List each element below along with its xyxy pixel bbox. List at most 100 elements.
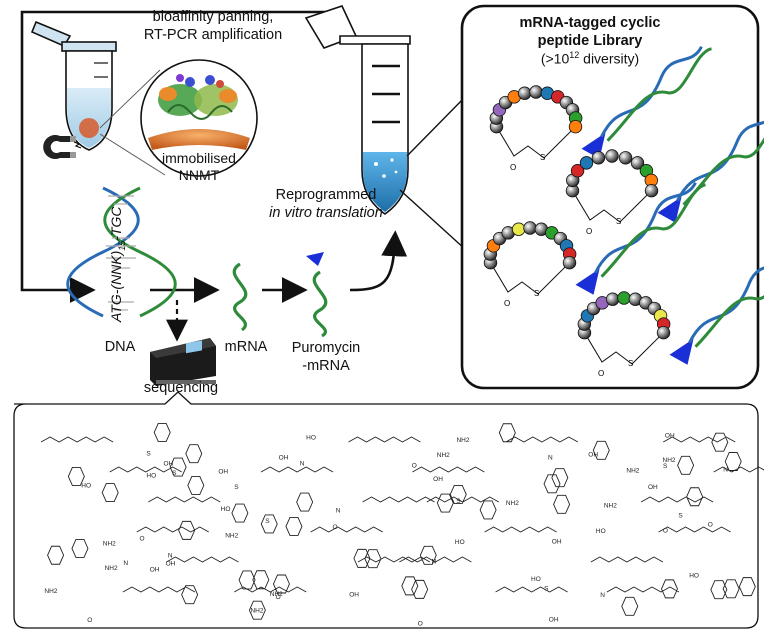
atom-label: HO: [689, 572, 699, 579]
amino-acid-bead: [529, 85, 543, 99]
mrna-helix-strand: [600, 45, 703, 138]
sequencer-icon: [150, 338, 216, 386]
atom-label: OH: [150, 567, 160, 574]
puromycin-mrna-label: Puromycin -mRNA: [286, 339, 366, 375]
step-panning-line2: RT-PCR amplification: [143, 27, 283, 43]
atom-label: NH2: [270, 591, 283, 598]
translation-tube: [304, 5, 411, 215]
puromycin-line2: -mRNA: [302, 358, 350, 374]
mrna-helix-strand: [594, 181, 697, 274]
atom-label: S: [234, 484, 239, 491]
atom-label: NH2: [663, 457, 676, 464]
dna-sequence-sub: 15: [116, 240, 127, 251]
sulfur-label: S: [534, 289, 539, 298]
arrow-to-translation: [349, 230, 408, 292]
amino-acid-bead: [579, 156, 594, 170]
atom-label: O: [140, 536, 145, 543]
thioether-linker: [584, 332, 664, 365]
atom-label: NH2: [225, 532, 238, 539]
thioether-linker: [572, 190, 652, 223]
step-panning-line1: bioaffinity panning,: [152, 9, 274, 25]
target-line2: NNMT: [178, 167, 220, 183]
atom-label: S: [456, 498, 461, 505]
amino-acid-bead: [511, 222, 526, 236]
atom-label: OH: [665, 433, 675, 440]
library-title-line1: mRNA-tagged cyclic: [519, 15, 661, 31]
atom-label: NH2: [626, 467, 639, 474]
puromycin-triangle-icon: [669, 338, 694, 365]
nnmt-zoom-circle: [140, 59, 258, 177]
cdna-helix-strand: [600, 183, 707, 278]
atom-label: OH: [279, 454, 289, 461]
puromycin-triangle-icon: [657, 196, 682, 223]
amino-acid-bead: [618, 151, 633, 165]
target-label: immobilised NNMT: [150, 150, 248, 184]
library-diversity: (>1012 diversity): [480, 50, 700, 67]
dna-sequence-label: ATG-(NNK)15-TGC: [108, 206, 127, 322]
amino-acid-bead: [517, 86, 532, 100]
magnet-icon: [43, 134, 82, 159]
translation-line2: in vitro translation: [269, 205, 383, 221]
atom-label: S: [678, 512, 683, 519]
puromycin-triangle-icon: [306, 252, 324, 266]
mrna-strand: [232, 262, 248, 332]
atom-label: O: [276, 594, 281, 601]
amino-acid-bead: [605, 292, 620, 306]
amino-acid-bead: [656, 325, 671, 340]
translation-line1: Reprogrammed: [275, 187, 377, 203]
cycle-arrow-to-dna: [20, 210, 96, 303]
atom-label: OH: [218, 468, 228, 475]
target-line1: immobilised: [162, 150, 236, 166]
dna-label: DNA: [104, 339, 136, 355]
puromycin-mrna: [306, 252, 328, 338]
amino-acid-bead: [617, 291, 631, 305]
mrna-helix-strand: [688, 266, 764, 344]
atom-label: NH2: [604, 503, 617, 510]
atom-label: S: [146, 450, 151, 457]
amino-acid-bead: [630, 156, 645, 170]
atom-label: N: [300, 460, 305, 467]
atom-label: NH2: [437, 452, 450, 459]
cycle-arrow-top: [20, 10, 333, 210]
atom-label: HO: [531, 576, 541, 583]
cdna-helix-strand: [682, 137, 764, 206]
peptide-structures: NH2OHNSOHONH2OHNSOHONH2OHNH2OHNSOHONH2OH…: [40, 422, 764, 628]
atom-label: O: [708, 521, 713, 528]
atom-label: OH: [552, 538, 562, 545]
atom-label: HO: [306, 434, 316, 441]
cdna-helix-strand: [694, 295, 764, 348]
oxygen-label: O: [504, 299, 510, 308]
thioether-linker: [490, 262, 570, 295]
atom-label: HO: [455, 539, 465, 546]
amino-acid-bead: [591, 151, 606, 165]
translation-label: Reprogrammed in vitro translation: [256, 186, 396, 222]
puromycin-triangle-icon: [575, 268, 600, 295]
atom-label: N: [723, 467, 728, 474]
atom-label: O: [418, 621, 423, 628]
amino-acid-bead: [568, 119, 583, 134]
sulfur-label: S: [540, 153, 545, 162]
library-title: mRNA-tagged cyclic peptide Library: [480, 14, 700, 50]
mrna-label: mRNA: [224, 339, 268, 355]
diversity-exp: 12: [569, 50, 580, 60]
mrna-helix-strand: [676, 120, 764, 202]
thioether-linker: [496, 126, 576, 159]
oxygen-label: O: [510, 163, 516, 172]
puromycin-line1: Puromycin: [291, 340, 361, 356]
atom-label: NH2: [103, 540, 116, 547]
atom-label: N: [123, 560, 128, 567]
atom-label: OH: [163, 460, 173, 467]
amino-acid-bead: [605, 149, 619, 163]
sequencing-label: sequencing: [143, 380, 219, 396]
atom-label: NH2: [456, 437, 469, 444]
atom-label: S: [172, 470, 177, 477]
atom-label: HO: [221, 506, 231, 513]
atom-label: N: [548, 455, 553, 462]
amino-acid-bead: [523, 221, 537, 235]
cyclic-peptide-construct: SO: [489, 45, 713, 172]
